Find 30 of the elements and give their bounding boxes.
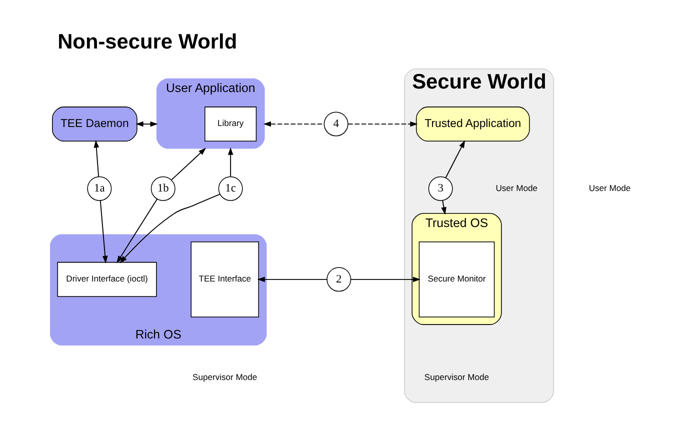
node-circle: 1c bbox=[218, 176, 242, 201]
arrow bbox=[256, 276, 327, 282]
arrow bbox=[116, 198, 158, 264]
node-circle: 2 bbox=[326, 267, 351, 292]
arrow bbox=[93, 140, 99, 177]
node-circle: 4 bbox=[323, 112, 348, 136]
label: Supervisor Mode bbox=[192, 372, 257, 382]
arrow bbox=[444, 140, 465, 178]
arrow bbox=[227, 147, 233, 177]
label: Supervisor Mode bbox=[424, 372, 489, 382]
node-box: TEE Daemon bbox=[52, 106, 137, 142]
arrow bbox=[262, 121, 324, 127]
arrow bbox=[170, 148, 206, 181]
label: User Mode bbox=[495, 182, 538, 193]
node-box: Secure Monitor bbox=[418, 242, 494, 318]
arrow bbox=[347, 121, 418, 127]
node-box: Trusted Application bbox=[415, 106, 530, 142]
node-circle: 1b bbox=[150, 176, 175, 201]
label: User Mode bbox=[588, 182, 630, 193]
node-box: TEE Interface bbox=[190, 242, 258, 318]
arrow bbox=[119, 194, 220, 264]
arrow bbox=[440, 200, 446, 215]
node-box: Driver Interface (ioctl) bbox=[56, 262, 156, 297]
arrow bbox=[99, 200, 108, 264]
node-circle: 3 bbox=[428, 176, 452, 201]
arrow bbox=[350, 276, 420, 282]
node-box: Library bbox=[204, 106, 256, 142]
arrow bbox=[135, 121, 158, 127]
label: Non-secure World bbox=[57, 30, 237, 54]
node-circle: 1a bbox=[86, 176, 112, 201]
